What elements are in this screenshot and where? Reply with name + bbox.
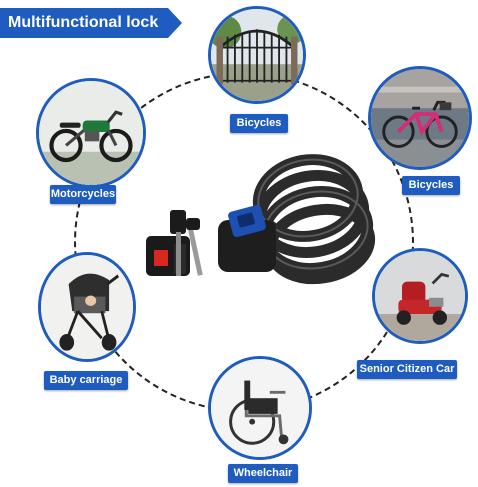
gate-label: Bicycles [230, 114, 288, 133]
motorcycle-label: Motorcycles [50, 185, 116, 204]
title-banner: Multifunctional lock [0, 8, 182, 38]
bicycle-image [368, 66, 472, 170]
senior-car-label: Senior Citizen Car [357, 360, 457, 379]
baby-carriage-image [38, 252, 136, 362]
bicycle-label: Bicycles [402, 176, 460, 195]
cable-lock-image [140, 148, 380, 298]
wheelchair-label: Wheelchair [228, 464, 298, 483]
gate-image [208, 6, 306, 104]
senior-car-image [372, 248, 468, 344]
motorcycle-image [36, 78, 146, 188]
baby-carriage-label: Baby carriage [44, 371, 128, 390]
wheelchair-image [208, 356, 312, 460]
